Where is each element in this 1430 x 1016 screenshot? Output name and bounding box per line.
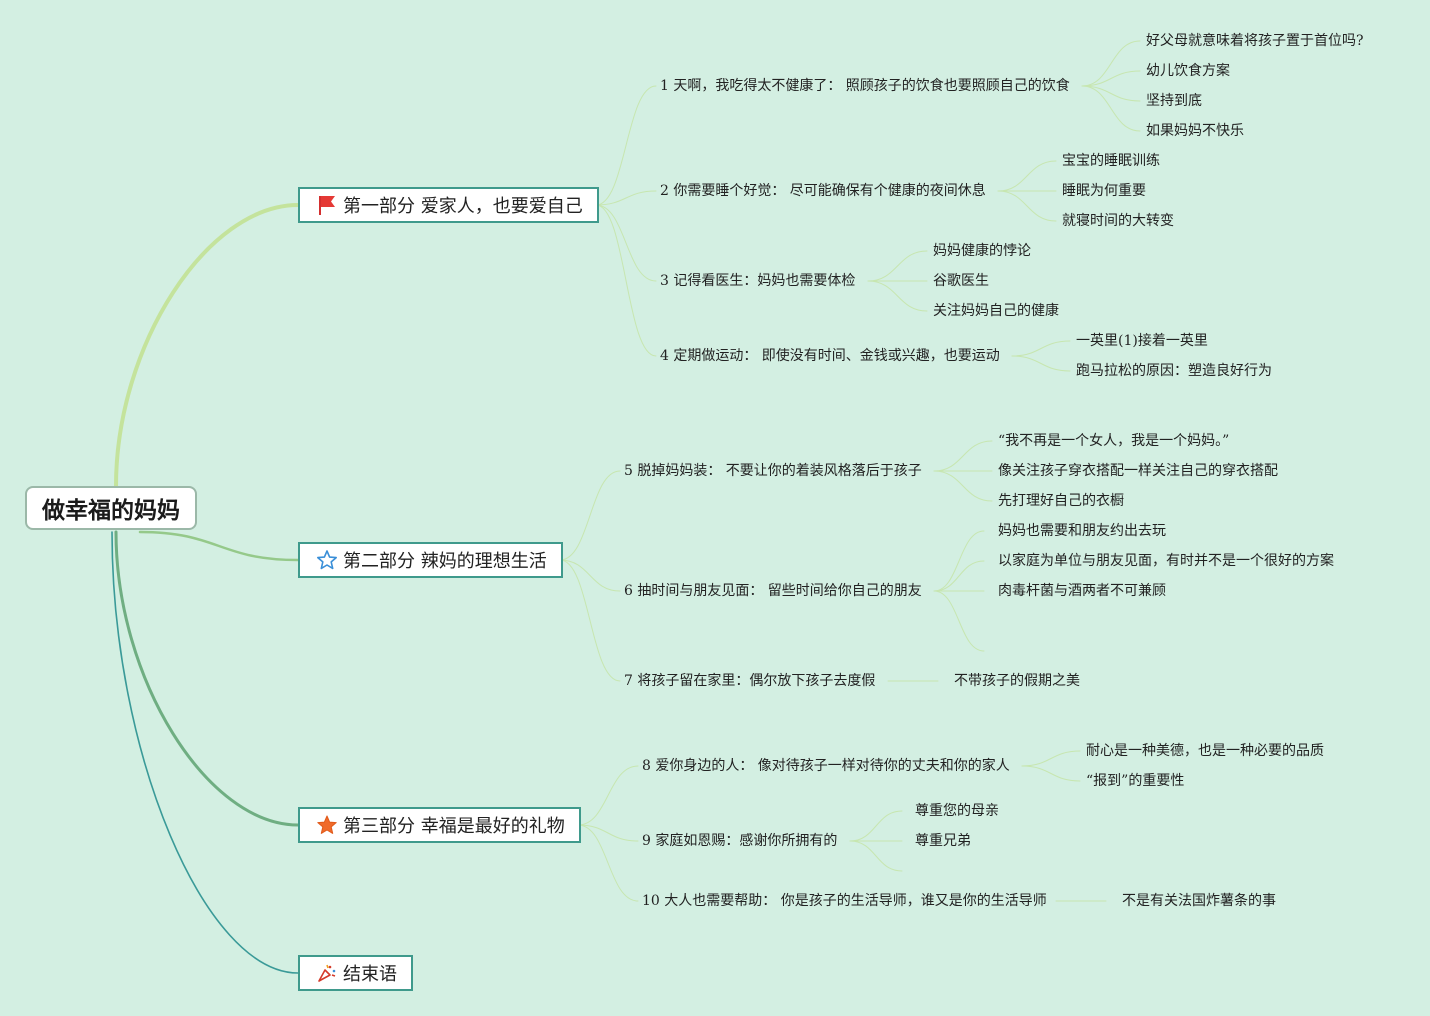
link-t5-l3 xyxy=(933,470,993,502)
link-s1-t3 xyxy=(595,204,657,282)
link-t6-l1 xyxy=(933,530,985,592)
link-t1-l2 xyxy=(1081,70,1141,87)
link-t5-l1 xyxy=(933,440,993,472)
link-t9-l3 xyxy=(849,840,903,872)
link-s3-t8 xyxy=(577,765,639,826)
link-t2-l3 xyxy=(997,190,1057,222)
link-s3-t10 xyxy=(577,824,639,902)
leaf-9-2[interactable]: 尊重兄弟 xyxy=(915,833,971,849)
leaf-6-3[interactable]: 肉毒杆菌与酒两者不可兼顾 xyxy=(998,583,1166,599)
leaf-4-2[interactable]: 跑马拉松的原因：塑造良好行为 xyxy=(1076,363,1272,379)
link-s2-t5 xyxy=(559,470,621,561)
topic-9[interactable]: 9 家庭如恩赐：感谢你所拥有的 xyxy=(642,833,838,849)
topic-2[interactable]: 2 你需要睡个好觉： 尽可能确保有个健康的夜间休息 xyxy=(660,183,986,199)
leaf-6-1[interactable]: 妈妈也需要和朋友约出去玩 xyxy=(998,523,1166,539)
link-s3-t9 xyxy=(577,824,639,842)
link-s2-t7 xyxy=(559,559,621,682)
section-part-2-label: 第二部分 辣妈的理想生活 xyxy=(343,551,547,572)
leaf-3-2[interactable]: 谷歌医生 xyxy=(933,273,989,289)
link-s2-t6 xyxy=(559,559,621,592)
link-root-s3 xyxy=(114,530,300,827)
section-part-3[interactable]: 第三部分 幸福是最好的礼物 xyxy=(298,807,581,843)
section-conclusion-label: 结束语 xyxy=(343,964,397,985)
star-outline-icon xyxy=(316,549,338,571)
link-t1-l4 xyxy=(1081,85,1141,132)
leaf-9-1[interactable]: 尊重您的母亲 xyxy=(915,803,999,819)
root-topic[interactable]: 做幸福的妈妈 xyxy=(25,486,197,530)
leaf-3-1[interactable]: 妈妈健康的悖论 xyxy=(933,243,1031,259)
leaf-10-1[interactable]: 不是有关法国炸薯条的事 xyxy=(1122,893,1276,909)
link-t6-l4 xyxy=(933,590,985,652)
link-t1-l3 xyxy=(1081,85,1141,102)
star-filled-icon xyxy=(316,814,338,836)
section-conclusion[interactable]: 结束语 xyxy=(298,955,413,991)
link-t3-l1 xyxy=(867,250,928,282)
leaf-4-1[interactable]: 一英里(1)接着一英里 xyxy=(1076,333,1208,349)
topic-4[interactable]: 4 定期做运动： 即使没有时间、金钱或兴趣，也要运动 xyxy=(660,348,1000,364)
leaf-7-1[interactable]: 不带孩子的假期之美 xyxy=(954,673,1080,689)
leaf-1-2[interactable]: 幼儿饮食方案 xyxy=(1146,63,1230,79)
red-flag-icon xyxy=(316,194,338,216)
leaf-1-4[interactable]: 如果妈妈不快乐 xyxy=(1146,123,1244,139)
leaf-8-2[interactable]: “报到”的重要性 xyxy=(1086,773,1185,789)
topic-1[interactable]: 1 天啊，我吃得太不健康了： 照顾孩子的饮食也要照顾自己的饮食 xyxy=(660,78,1070,94)
link-t2-l1 xyxy=(997,160,1057,192)
link-t9-l1 xyxy=(849,810,903,842)
link-t4-l2 xyxy=(1011,355,1071,372)
leaf-5-1[interactable]: “我不再是一个女人，我是一个妈妈。” xyxy=(998,433,1230,449)
topic-5[interactable]: 5 脱掉妈妈装： 不要让你的着装风格落后于孩子 xyxy=(624,463,922,479)
leaf-2-3[interactable]: 就寝时间的大转变 xyxy=(1062,213,1174,229)
section-part-2[interactable]: 第二部分 辣妈的理想生活 xyxy=(298,542,563,578)
section-part-1[interactable]: 第一部分 爱家人，也要爱自己 xyxy=(298,187,599,223)
leaf-5-3[interactable]: 先打理好自己的衣橱 xyxy=(998,493,1124,509)
link-s1-t4 xyxy=(595,204,657,357)
leaf-5-2[interactable]: 像关注孩子穿衣搭配一样关注自己的穿衣搭配 xyxy=(998,463,1278,479)
leaf-1-1[interactable]: 好父母就意味着将孩子置于首位吗? xyxy=(1146,33,1364,49)
link-t8-l1 xyxy=(1021,750,1081,767)
link-t6-l2 xyxy=(933,560,985,592)
link-t4-l1 xyxy=(1011,340,1071,357)
link-t8-l2 xyxy=(1021,765,1081,782)
link-root-s4 xyxy=(111,531,299,974)
topic-10[interactable]: 10 大人也需要帮助： 你是孩子的生活导师，谁又是你的生活导师 xyxy=(642,893,1047,909)
leaf-8-1[interactable]: 耐心是一种美德，也是一种必要的品质 xyxy=(1086,743,1324,759)
section-part-1-label: 第一部分 爱家人，也要爱自己 xyxy=(343,196,583,217)
link-s1-t1 xyxy=(595,85,657,206)
leaf-1-3[interactable]: 坚持到底 xyxy=(1146,93,1202,109)
link-root-s1 xyxy=(114,203,300,488)
topic-3[interactable]: 3 记得看医生：妈妈也需要体检 xyxy=(660,273,856,289)
leaf-2-2[interactable]: 睡眠为何重要 xyxy=(1062,183,1146,199)
section-part-3-label: 第三部分 幸福是最好的礼物 xyxy=(343,816,565,837)
link-s1-t2 xyxy=(595,190,657,206)
topic-8[interactable]: 8 爱你身边的人： 像对待孩子一样对待你的丈夫和你的家人 xyxy=(642,758,1010,774)
leaf-2-1[interactable]: 宝宝的睡眠训练 xyxy=(1062,153,1160,169)
leaf-6-2[interactable]: 以家庭为单位与朋友见面，有时并不是一个很好的方案 xyxy=(998,553,1334,569)
party-popper-icon xyxy=(316,962,338,984)
leaf-3-3[interactable]: 关注妈妈自己的健康 xyxy=(933,303,1059,319)
link-t3-l3 xyxy=(867,280,928,312)
topic-6[interactable]: 6 抽时间与朋友见面： 留些时间给你自己的朋友 xyxy=(624,583,922,599)
topic-7[interactable]: 7 将孩子留在家里：偶尔放下孩子去度假 xyxy=(624,673,876,689)
link-root-s2 xyxy=(138,530,300,562)
link-t1-l1 xyxy=(1081,40,1141,87)
